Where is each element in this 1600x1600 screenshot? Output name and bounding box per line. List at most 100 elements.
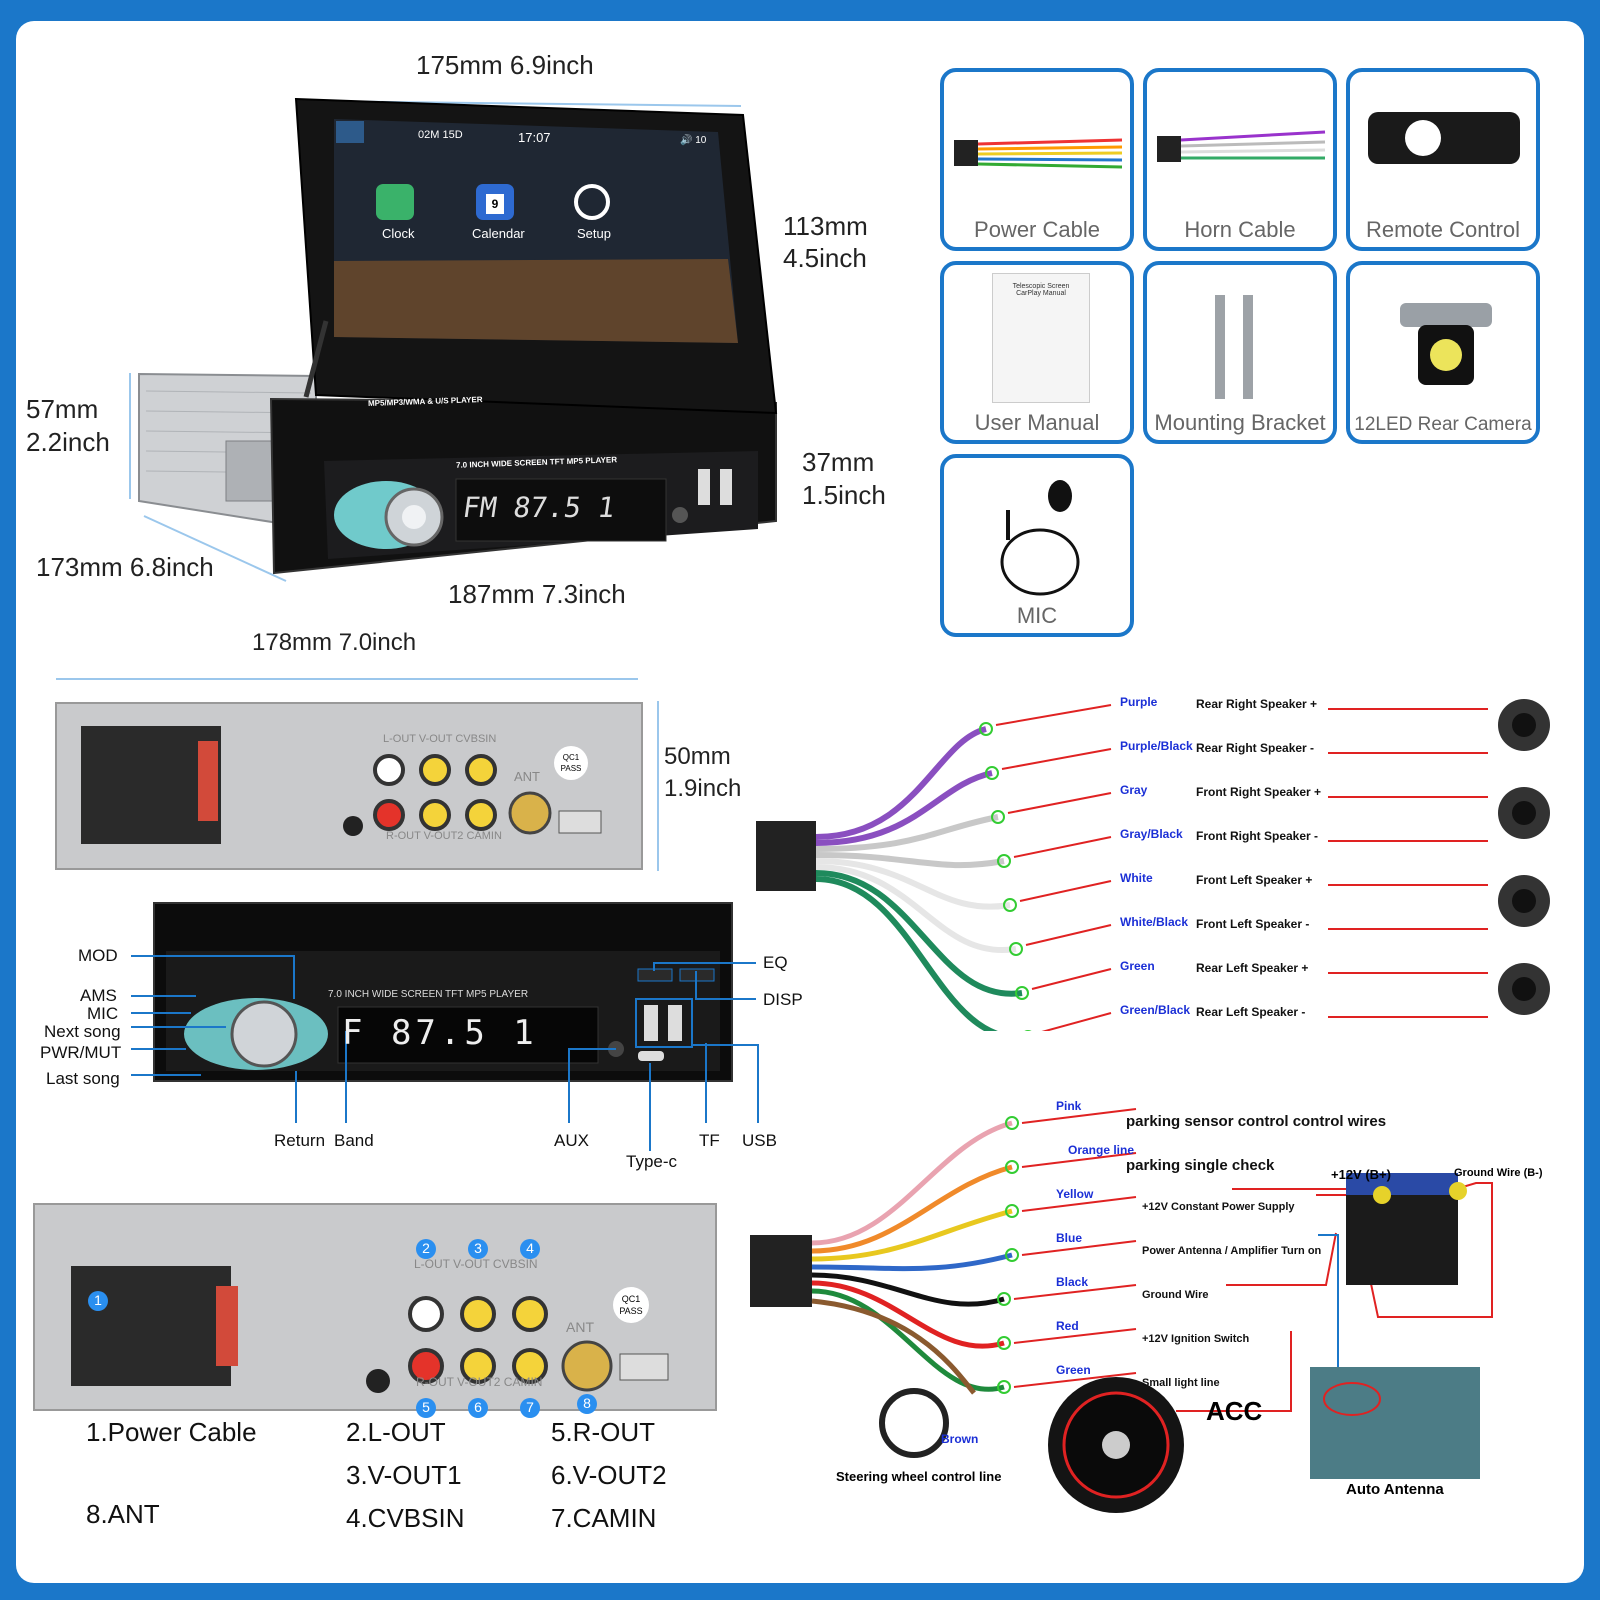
- wire-function-label: Ground Wire: [1142, 1289, 1209, 1301]
- callout-aux: AUX: [554, 1131, 589, 1150]
- rear-lower-ant-label: ANT: [566, 1319, 594, 1335]
- wire-leader-line: [1021, 1196, 1137, 1212]
- bracket-icon: [1243, 295, 1253, 399]
- wire-color-label: Purple/Black: [1120, 739, 1193, 753]
- wire-leader-line: [1021, 1240, 1137, 1256]
- dim-width-top: 175mm 6.9inch: [416, 50, 594, 80]
- wire-marker: [991, 810, 1005, 824]
- wire-leader-line: [1013, 1372, 1137, 1388]
- wire-marker: [1005, 1204, 1019, 1218]
- callout-tf: TF: [699, 1131, 720, 1150]
- legend-item: 7.CAMIN: [551, 1503, 657, 1533]
- power-wire: [811, 1164, 1013, 1254]
- number-badge-text: 3: [474, 1240, 482, 1256]
- wire-marker: [1015, 986, 1029, 1000]
- front-display: F 87.5 1: [342, 1013, 538, 1053]
- wire-leader-line: [1013, 836, 1112, 858]
- accessory-label: Mounting Bracket: [1154, 410, 1326, 435]
- camera-bracket-icon: [1400, 303, 1492, 327]
- accessory-power-cable: Power Cable: [940, 68, 1134, 251]
- wire-function-label: Rear Left Speaker -: [1196, 1005, 1306, 1019]
- screen-volume: 🔊 10: [680, 135, 707, 146]
- wire-leader-line: [1001, 748, 1112, 770]
- callout-band: Band: [334, 1131, 374, 1150]
- speaker-wire: [815, 852, 1005, 869]
- qc-pass-badge: QC1 PASS: [554, 746, 588, 780]
- legend-item: 4.CVBSIN: [346, 1503, 465, 1533]
- wire-function-label: Front Right Speaker +: [1196, 785, 1322, 799]
- speaker-wiring: [756, 699, 1550, 1031]
- speaker-wire: [815, 726, 987, 840]
- number-badge-text: 2: [422, 1240, 430, 1256]
- number-badge: [468, 1239, 488, 1259]
- wire-marker: [997, 1292, 1011, 1306]
- speaker-icon: [1498, 875, 1550, 927]
- wire-marker: [1009, 942, 1023, 956]
- power-cable-icon: [954, 138, 1123, 169]
- accessory-label: Remote Control: [1365, 217, 1521, 242]
- dim-rear-height-mm: 50mm: [664, 743, 731, 770]
- app-calendar-label: Calendar: [472, 226, 525, 241]
- number-badge: [468, 1398, 488, 1418]
- callout-usb: USB: [742, 1131, 777, 1150]
- wire-marker: [1005, 1116, 1019, 1130]
- remote-control-icon: [1368, 112, 1520, 164]
- rear-port-labels-top: L-OUT V-OUT CVBSIN: [383, 733, 497, 745]
- power-wire: [811, 1280, 1005, 1349]
- accessory-remote-control: Remote Control: [1346, 68, 1540, 251]
- callout-eq: EQ: [763, 953, 788, 972]
- wire-color-label: Green: [1120, 959, 1155, 973]
- steering-wheel-label: Steering wheel control line: [836, 1469, 1002, 1484]
- wire-function-label: parking sensor control control wires: [1126, 1113, 1387, 1130]
- speaker-wire: [815, 814, 999, 852]
- power-wiring: [750, 1108, 1493, 1513]
- accessory-mic: MIC: [940, 454, 1134, 637]
- number-badge: [520, 1398, 540, 1418]
- speaker-wire: [815, 858, 1011, 910]
- wire-color-label: White/Black: [1120, 915, 1189, 929]
- wire-function-label: Rear Right Speaker -: [1196, 741, 1315, 755]
- wire-leader-line: [1031, 968, 1112, 990]
- wire-color-label: Green/Black: [1120, 1003, 1191, 1017]
- horn-cable-icon: [1157, 130, 1326, 162]
- battery-positive-label: +12V (B+): [1331, 1167, 1391, 1182]
- wire-color-label: Orange line: [1068, 1143, 1135, 1157]
- speaker-wire: [815, 770, 993, 846]
- wire-color-label: Blue: [1056, 1231, 1083, 1245]
- wire-function-label: parking single check: [1126, 1157, 1275, 1174]
- wire-color-label: Red: [1056, 1319, 1079, 1333]
- number-badge-text: 5: [422, 1399, 430, 1415]
- callout-return: Return: [274, 1131, 326, 1150]
- remote-dpad-icon: [1405, 120, 1441, 156]
- legend-item: 1.Power Cable: [86, 1417, 257, 1447]
- power-wire: [811, 1288, 1005, 1392]
- dim-face-height-in: 1.5inch: [802, 480, 886, 510]
- wire-color-label: Yellow: [1056, 1187, 1094, 1201]
- wire-leader-line: [1021, 1152, 1137, 1168]
- wire-marker: [997, 1380, 1011, 1394]
- wire-marker: [997, 854, 1011, 868]
- manual-icon: [992, 273, 1090, 403]
- wire-marker: [1003, 898, 1017, 912]
- app-setup-label: Setup: [577, 226, 611, 241]
- screen-time: 17:07: [518, 130, 551, 145]
- dim-rear-width: 178mm 7.0inch: [252, 629, 417, 656]
- power-wire: [811, 1208, 1013, 1262]
- speaker-icon: [1498, 699, 1550, 751]
- power-wire: [811, 1272, 1005, 1307]
- wire-color-label: Gray/Black: [1120, 827, 1183, 841]
- callout-mic: MIC: [87, 1004, 119, 1023]
- accessory-rear-camera: 12LED Rear Camera: [1346, 261, 1540, 444]
- rear-port-labels-bottom: R-OUT V-OUT2 CAMIN: [386, 830, 502, 842]
- rear-lower-port-labels-bottom: R-OUT V-OUT2 CAMIN: [416, 1375, 543, 1389]
- acc-label: ACC: [1206, 1396, 1263, 1426]
- diagram-sheet: 175mm 6.9inch 113mm 4.5inch 57mm 2.2inch…: [16, 21, 1584, 1583]
- power-wire: [811, 1298, 976, 1395]
- number-badge: [520, 1239, 540, 1259]
- accessory-horn-cable: Horn Cable: [1143, 68, 1337, 251]
- setup-gear-icon: [574, 184, 610, 220]
- number-badge-text: 6: [474, 1399, 482, 1415]
- power-wire: [811, 1252, 1013, 1272]
- rear-lower-port-labels-top: L-OUT V-OUT CVBSIN: [414, 1257, 538, 1271]
- power-wire: [811, 1120, 1013, 1246]
